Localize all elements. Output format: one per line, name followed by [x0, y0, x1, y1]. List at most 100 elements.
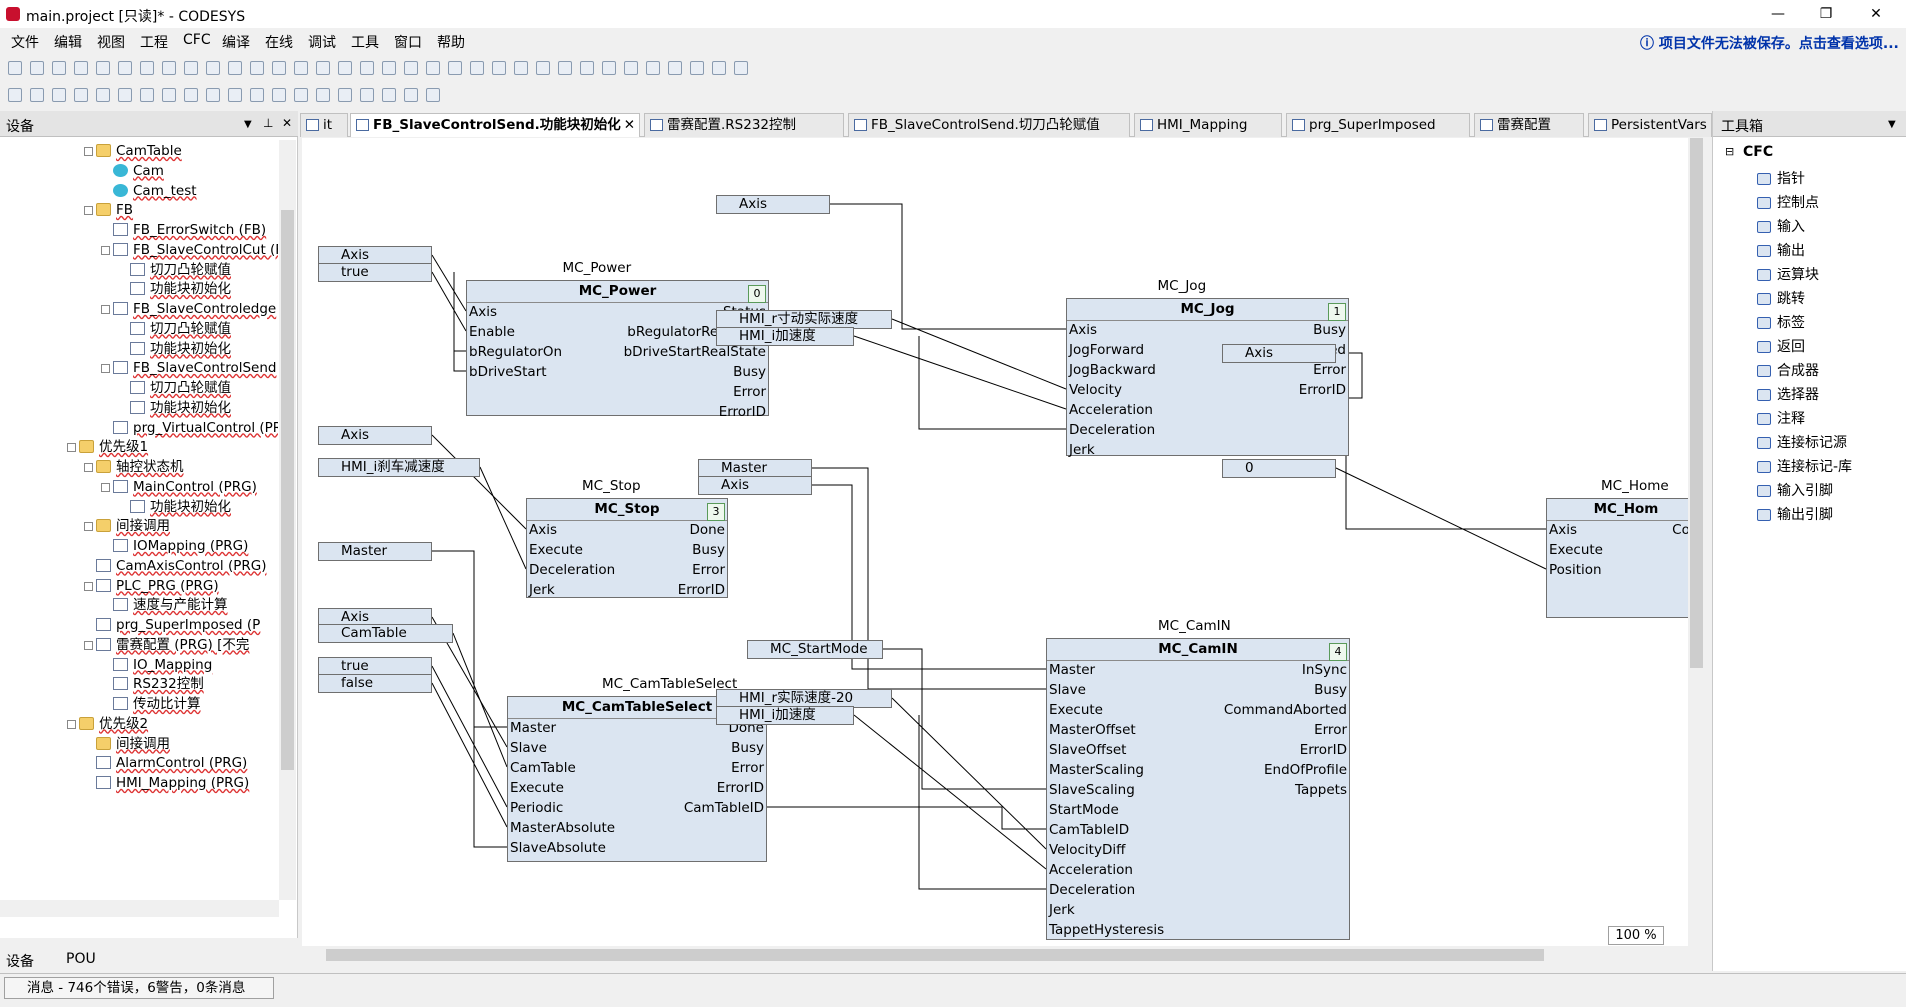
tree-item[interactable]: AlarmControl (PRG) [0, 752, 278, 774]
wire[interactable] [474, 683, 507, 847]
tb2-button-16[interactable] [360, 88, 374, 102]
tree-item[interactable]: CamAxisControl (PRG) [0, 555, 278, 577]
tb1-button-22[interactable] [492, 61, 506, 75]
tree-item[interactable]: FB_SlaveControlCut (F [0, 239, 278, 261]
expand-icon[interactable] [101, 305, 110, 314]
function-block[interactable]: MC_Jog1AxisJogForwardJogBackwardVelocity… [1066, 298, 1349, 456]
input-pin[interactable]: Deceleration [1049, 880, 1135, 900]
input-variable-box[interactable]: Axis [318, 426, 432, 445]
function-block[interactable]: MC_CamIN4MasterSlaveExecuteMasterOffsetS… [1046, 638, 1350, 940]
expand-icon[interactable] [101, 246, 110, 255]
tree-item[interactable]: 功能块初始化 [0, 397, 278, 419]
wire[interactable] [1336, 353, 1546, 529]
toolbox-item[interactable]: 指针 [1755, 168, 1805, 190]
tree-item[interactable]: HMI_Mapping (PRG) [0, 772, 278, 794]
tb1-button-2[interactable] [52, 61, 66, 75]
tree-item[interactable]: FB_SlaveControledge [0, 298, 278, 320]
tb1-button-9[interactable] [206, 61, 220, 75]
tree-item[interactable]: 速度与产能计算 [0, 594, 278, 616]
input-variable-box[interactable]: Axis [1222, 344, 1336, 363]
wire[interactable] [854, 336, 1066, 409]
input-pin[interactable]: Velocity [1069, 380, 1122, 400]
tree-item[interactable]: IO_Mapping [0, 654, 278, 676]
tree-item[interactable]: Cam_test [0, 180, 278, 202]
tb2-button-6[interactable] [140, 88, 154, 102]
toolbox-item[interactable]: 注释 [1755, 408, 1805, 430]
tree-vertical-scrollbar[interactable] [279, 140, 296, 900]
input-pin[interactable]: Jerk [529, 580, 555, 600]
tb1-button-25[interactable] [558, 61, 572, 75]
expand-icon[interactable] [67, 720, 76, 729]
output-pin[interactable]: ErrorID [678, 580, 725, 600]
tb2-button-7[interactable] [162, 88, 176, 102]
toolbox-item[interactable]: 控制点 [1755, 192, 1819, 214]
input-pin[interactable]: Axis [469, 302, 497, 322]
editor-tab[interactable]: 雷赛配置 [1474, 113, 1584, 137]
menu-view[interactable]: 视图 [97, 32, 125, 52]
toolbox-item[interactable]: 输入引脚 [1755, 480, 1833, 502]
wire[interactable] [919, 715, 1046, 889]
messages-button[interactable]: 消息 - 746个错误，6警告，0条消息 [4, 977, 274, 999]
wire[interactable] [432, 666, 507, 807]
input-pin[interactable]: Acceleration [1069, 400, 1153, 420]
input-pin[interactable]: Master [1049, 660, 1095, 680]
input-pin[interactable]: JogBackward [1069, 360, 1156, 380]
tb2-button-9[interactable] [206, 88, 220, 102]
tree-item[interactable]: prg_VirtualControl (PR [0, 417, 278, 439]
function-block[interactable]: MC_Power0AxisEnablebRegulatorOnbDriveSta… [466, 280, 769, 416]
tree-item[interactable]: Cam [0, 160, 278, 182]
tb2-button-0[interactable] [8, 88, 22, 102]
input-pin[interactable]: StartMode [1049, 800, 1119, 820]
tb1-button-11[interactable] [250, 61, 264, 75]
tb1-button-28[interactable] [624, 61, 638, 75]
toolbox-item[interactable]: 输入 [1755, 216, 1805, 238]
menu-tools[interactable]: 工具 [351, 32, 379, 52]
output-pin[interactable]: Error [692, 560, 725, 580]
wire[interactable] [480, 467, 526, 569]
tree-item[interactable]: 切刀凸轮赋值 [0, 318, 278, 340]
editor-tab[interactable]: HMI_Mapping [1134, 113, 1282, 137]
tree-item[interactable]: FB_SlaveControlSend [0, 357, 278, 379]
tb1-button-14[interactable] [316, 61, 330, 75]
tb2-button-10[interactable] [228, 88, 242, 102]
output-pin[interactable]: Error [1313, 360, 1346, 380]
editor-tab[interactable]: FB_SlaveControlSend.功能块初始化✕ [350, 113, 640, 137]
input-variable-box[interactable]: true [318, 263, 432, 282]
minimize-button[interactable]: — [1758, 4, 1798, 24]
tb1-button-19[interactable] [426, 61, 440, 75]
input-pin[interactable]: Deceleration [1069, 420, 1155, 440]
menu-file[interactable]: 文件 [11, 32, 39, 52]
tb2-button-18[interactable] [404, 88, 418, 102]
toolbox-item[interactable]: 标签 [1755, 312, 1805, 334]
input-pin[interactable]: TappetHysteresis [1049, 920, 1164, 940]
zoom-level[interactable]: 100 % [1608, 926, 1664, 945]
output-pin[interactable]: CamTableID [684, 798, 764, 818]
tree-item[interactable]: 切刀凸轮赋值 [0, 259, 278, 281]
tb2-button-2[interactable] [52, 88, 66, 102]
tree-item[interactable]: 切刀凸轮赋值 [0, 377, 278, 399]
menu-edit[interactable]: 编辑 [54, 32, 82, 52]
expand-icon[interactable] [84, 147, 93, 156]
wire[interactable] [1336, 468, 1546, 569]
tb1-button-6[interactable] [140, 61, 154, 75]
wire[interactable] [854, 715, 1046, 869]
output-pin[interactable]: InSync [1302, 660, 1347, 680]
tb1-button-13[interactable] [294, 61, 308, 75]
tree-item[interactable]: 功能块初始化 [0, 278, 278, 300]
editor-tab[interactable]: PersistentVars [1588, 113, 1712, 137]
tb1-button-32[interactable] [712, 61, 726, 75]
tb1-button-29[interactable] [646, 61, 660, 75]
tree-item[interactable]: FB_ErrorSwitch (FB) [0, 219, 278, 241]
tab-close-icon[interactable]: ✕ [624, 114, 635, 136]
tb2-button-12[interactable] [272, 88, 286, 102]
input-variable-box[interactable]: 0 [1222, 459, 1336, 478]
tree-item[interactable]: 轴控状态机 [0, 456, 278, 478]
menu-debug[interactable]: 调试 [308, 32, 336, 52]
wire[interactable] [432, 255, 466, 311]
tb1-button-21[interactable] [470, 61, 484, 75]
tb1-button-17[interactable] [382, 61, 396, 75]
input-pin[interactable]: Axis [529, 520, 557, 540]
input-variable-box[interactable]: HMI_i加速度 [716, 327, 854, 346]
tb1-button-0[interactable] [8, 61, 22, 75]
expand-icon[interactable] [101, 483, 110, 492]
